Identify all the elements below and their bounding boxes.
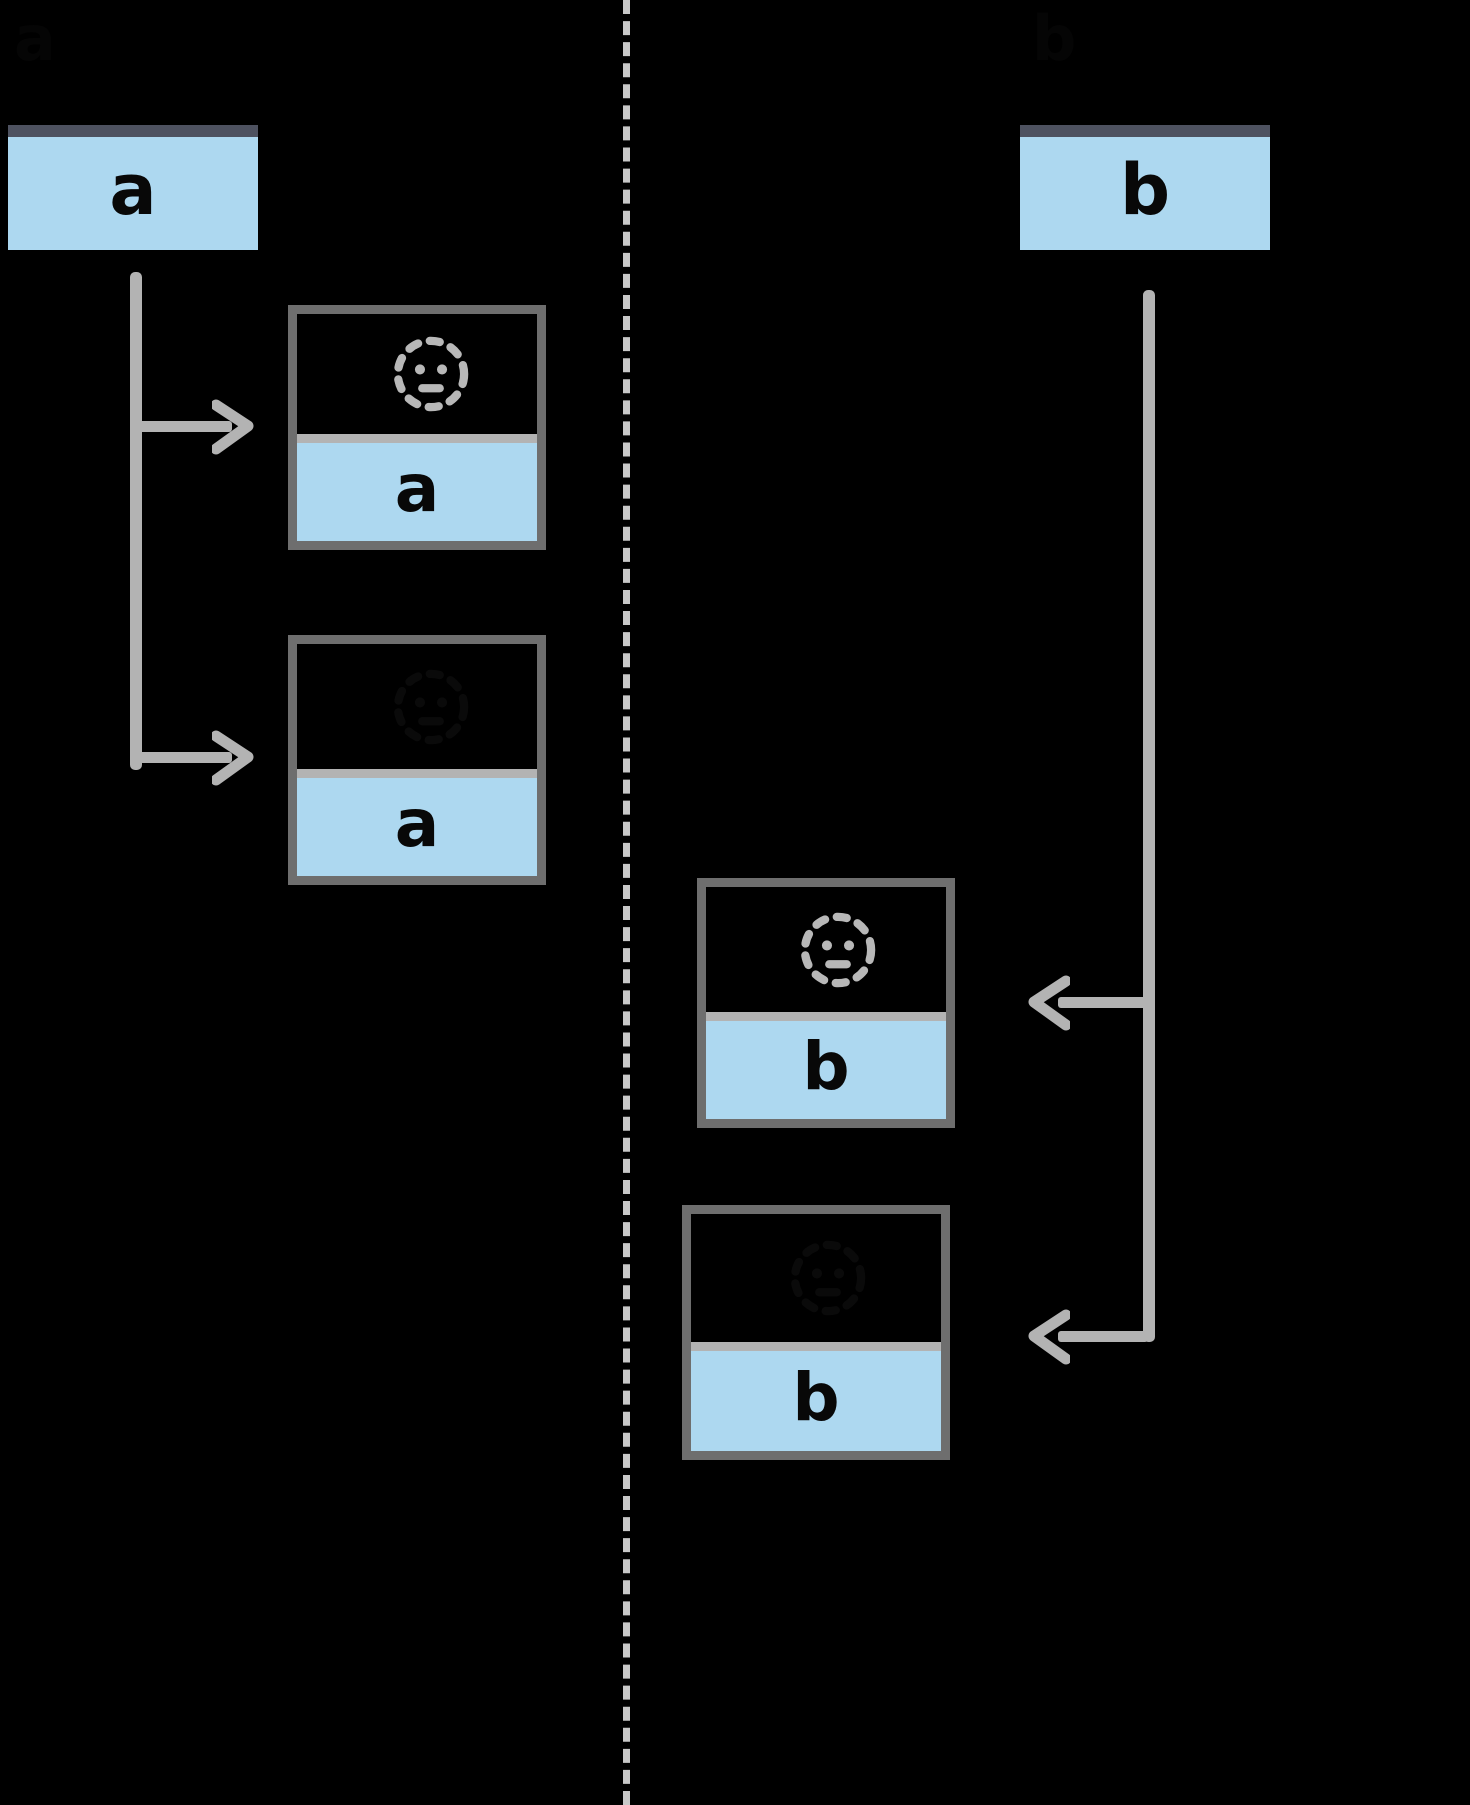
lane-b-connector-branch-1 [1058,997,1148,1008]
node-card-b-2-head [691,1214,941,1351]
node-card-b-1-label: b [802,1028,850,1105]
node-card-b-1-head [706,887,946,1021]
lane-b-connector-trunk [1143,290,1155,1342]
lane-a-header-box[interactable]: a [8,125,258,250]
dashed-face-icon [393,669,469,744]
lane-b-arrow-2 [1024,1309,1072,1365]
node-card-a-1-head [297,314,537,443]
dashed-face-icon [800,912,876,987]
node-card-b-2-foot: b [691,1351,941,1451]
swimlane-divider [623,0,630,1805]
node-card-b-2[interactable]: b [682,1205,950,1460]
node-card-b-2-label: b [792,1359,840,1436]
node-card-a-2-foot: a [297,778,537,876]
node-card-a-1-foot: a [297,443,537,541]
lane-b-header-box[interactable]: b [1020,125,1270,250]
node-card-b-1[interactable]: b [697,878,955,1128]
node-card-b-1-foot: b [706,1021,946,1119]
lane-b-header-label: b [1119,148,1171,231]
lane-a-arrow-2 [210,730,258,786]
dashed-face-icon [790,1240,866,1316]
lane-a-arrow-1 [210,399,258,455]
dashed-face-icon [393,336,469,412]
lane-a-title: a [14,2,57,75]
node-card-a-2-label: a [394,785,440,862]
lane-b-arrow-1 [1024,975,1072,1031]
lane-a-connector-branch-1 [136,421,232,432]
lane-b-title: b [1032,2,1077,75]
node-card-a-1-label: a [394,450,440,527]
lane-a-connector-branch-2 [136,752,232,763]
node-card-a-1[interactable]: a [288,305,546,550]
lane-b-connector-branch-2 [1058,1331,1148,1342]
lane-a-connector-trunk [130,272,142,770]
node-card-a-2-head [297,644,537,778]
node-card-a-2[interactable]: a [288,635,546,885]
lane-a-header-label: a [109,148,157,231]
